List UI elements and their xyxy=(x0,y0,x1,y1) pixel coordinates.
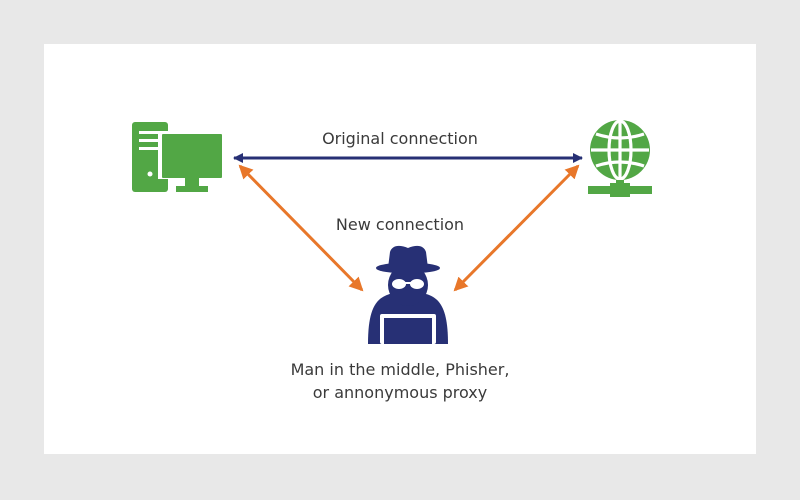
computer-icon xyxy=(132,122,224,192)
hacker-icon xyxy=(368,245,448,344)
attacker-label-line1: Man in the middle, Phisher, xyxy=(290,360,510,379)
globe-network-icon xyxy=(588,119,652,197)
new-connection-label: New connection xyxy=(335,215,465,234)
attacker-label-line2: or annonymous proxy xyxy=(312,383,488,402)
attacker-label: Man in the middle, Phisher, or annonymou… xyxy=(270,358,530,404)
new-connection-arrow-server xyxy=(453,164,580,292)
original-connection-label: Original connection xyxy=(322,129,478,148)
new-connection-arrow-client xyxy=(238,164,364,292)
